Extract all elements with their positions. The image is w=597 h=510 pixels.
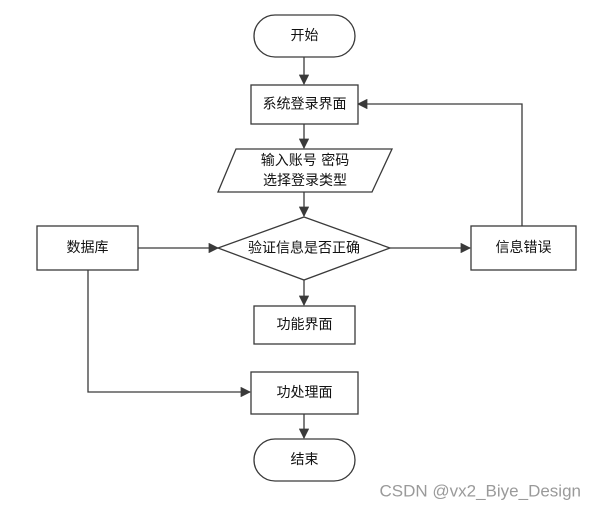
function-page-box [253,305,356,345]
arrow-database-to-process [87,270,252,398]
verify-decision [216,216,392,281]
login-page-label: 系统登录界面 [263,97,347,113]
end-terminal [253,438,356,482]
error-label: 信息错误 [496,239,552,256]
process-page-label: 功处理面 [277,385,333,401]
database-box [36,225,139,271]
login-page-box [250,84,359,125]
verify-label: 验证信息是否正确 [248,240,360,257]
start-terminal [253,14,356,58]
database-label: 数据库 [67,240,109,256]
watermark-text: CSDN @vx2_Biye_Design [379,482,581,501]
input-parallelogram [217,148,394,193]
input-label-line1: 输入账号 密码 [261,152,349,169]
error-box [470,225,577,271]
arrow-error-to-login [356,98,523,226]
end-label: 结束 [291,452,319,468]
connectors [87,57,523,440]
process-page-box [250,371,359,415]
start-label: 开始 [291,28,319,44]
input-label-line2: 选择登录类型 [263,173,347,189]
function-page-label: 功能界面 [277,317,333,333]
